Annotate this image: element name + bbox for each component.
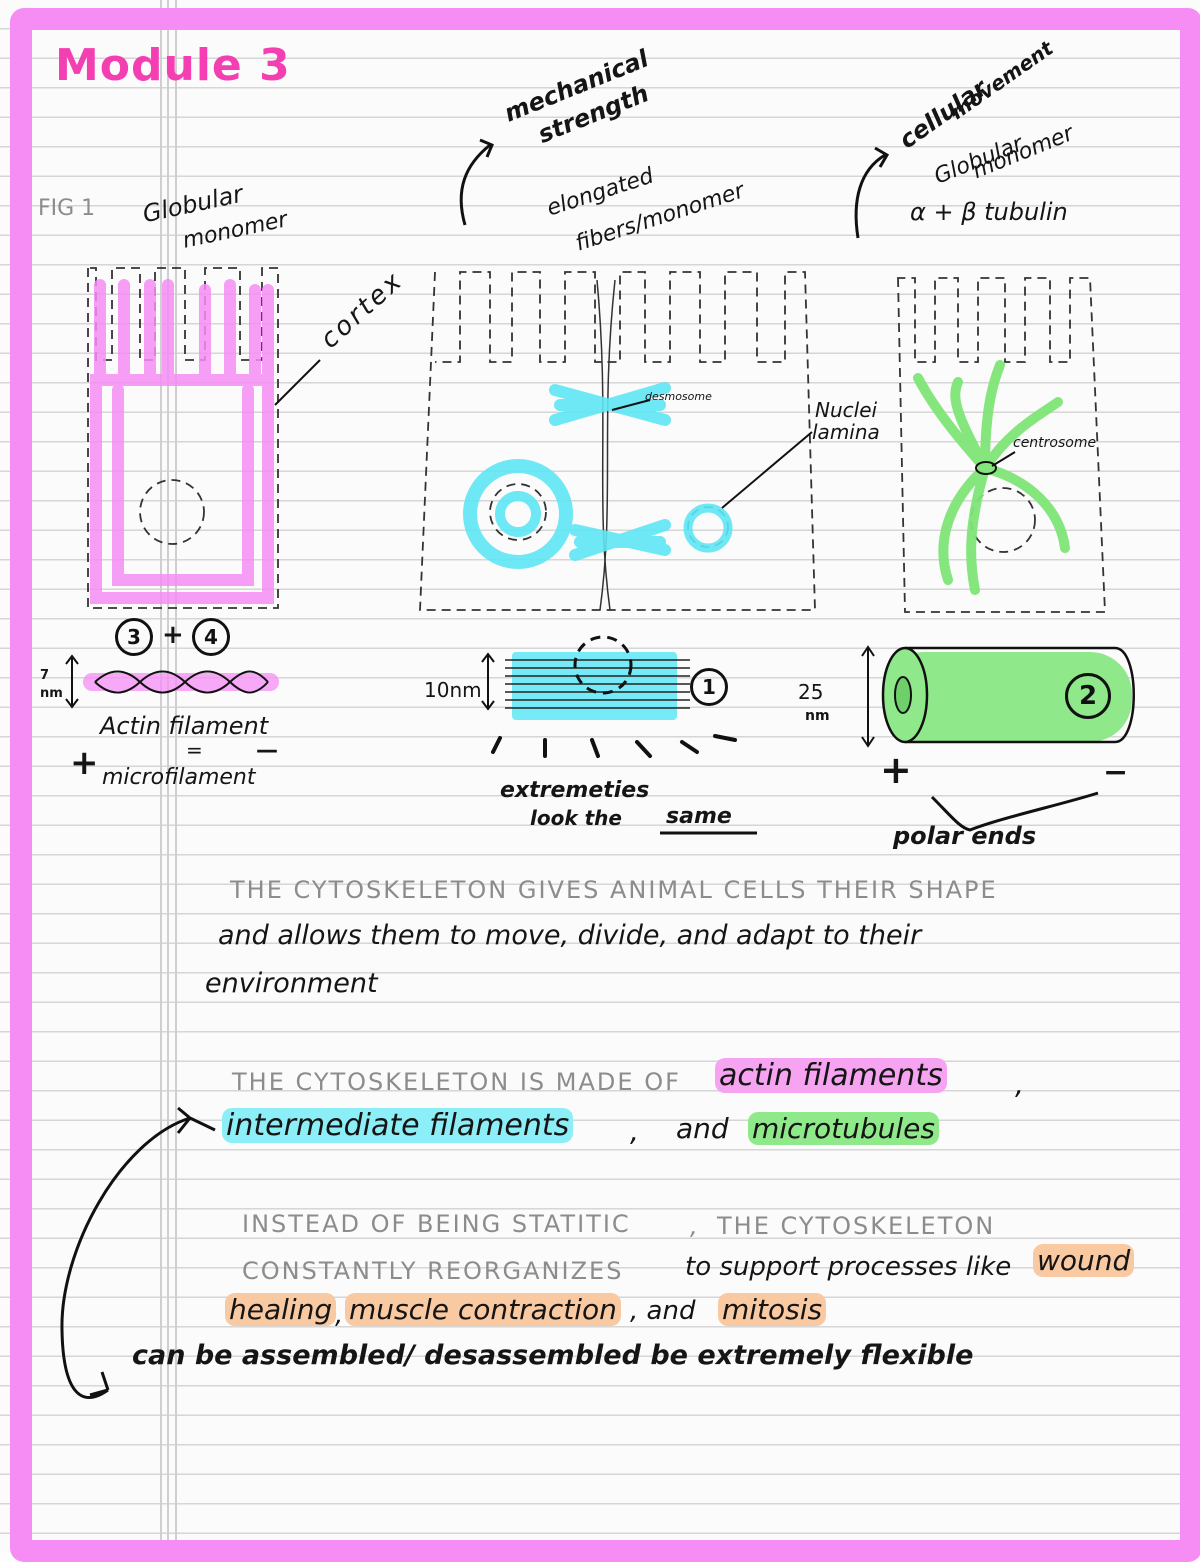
- desmosome-pointer: [611, 399, 651, 411]
- margin-line: [175, 0, 177, 1553]
- para2-comma2: ,: [630, 1115, 639, 1148]
- wound-highlight: wound: [1033, 1244, 1135, 1277]
- page-title: Module 3: [55, 40, 291, 91]
- margin-line: [160, 0, 162, 1553]
- actin-filaments-highlight: actin filaments: [715, 1058, 947, 1093]
- centrosome-mark: [975, 461, 997, 475]
- microtubule-size-value: 25: [798, 680, 824, 704]
- centrosome-pointer: [991, 451, 1016, 467]
- arrow-cellular: [854, 146, 890, 239]
- plus-sign: +: [162, 620, 184, 650]
- number-4: 4: [192, 618, 230, 656]
- intermediate-size: 10nm: [424, 678, 482, 702]
- microtubule-plus: +: [880, 748, 912, 792]
- number-1: 1: [690, 668, 728, 706]
- nuclei-pointer: [721, 431, 813, 509]
- arrow-mechanical: [459, 138, 494, 226]
- para3-comma: ,: [690, 1212, 698, 1240]
- microtubule-minus: −: [1103, 755, 1129, 790]
- para1-line3: environment: [205, 968, 378, 999]
- microtubule-cell: [897, 277, 1106, 613]
- mitosis-highlight: mitosis: [718, 1293, 827, 1326]
- intermediate-filaments-highlight: intermediate filaments: [222, 1108, 574, 1143]
- microtubule-highlight: [913, 360, 1070, 595]
- curved-arrow: [60, 1106, 216, 1399]
- microfilament-label: microfilament: [102, 765, 256, 790]
- cortex-pointer: [274, 359, 321, 406]
- nuclei-label-line1: Nuclei: [815, 398, 878, 422]
- nuclei-label-line2: lamina: [812, 420, 880, 444]
- microtubule-size-unit: nm: [805, 708, 830, 724]
- para3-caps3: CONSTANTLY REORGANIZES: [242, 1257, 624, 1285]
- polar-ends-label: polar ends: [893, 822, 1037, 850]
- actin-plus: +: [70, 743, 99, 783]
- actin-size-unit: nm: [40, 686, 63, 701]
- actin-highlight: [90, 279, 274, 604]
- para1-caps: THE CYTOSKELETON GIVES ANIMAL CELLS THEI…: [230, 876, 998, 904]
- para3-rest1: to support processes like: [685, 1252, 1012, 1282]
- para2-caps: THE CYTOSKELETON IS MADE OF: [232, 1068, 681, 1096]
- actin-filament-label: Actin filament: [100, 712, 269, 740]
- number-2: 2: [1065, 673, 1111, 719]
- actin-minus: —: [256, 738, 278, 763]
- actin-cell: [87, 267, 279, 609]
- desmosome-label: desmosome: [645, 390, 712, 403]
- intermediate-bundle: [481, 635, 757, 835]
- microtubule-cylinder: [861, 645, 1135, 832]
- centrosome-label: centrosome: [1013, 435, 1097, 451]
- number-3: 3: [115, 618, 153, 656]
- healing-highlight: healing: [225, 1293, 337, 1326]
- tubulin-label: α + β tubulin: [910, 198, 1068, 226]
- intermediate-highlight: [463, 382, 733, 569]
- actin-size-value: 7: [40, 668, 50, 683]
- para2-and: and: [676, 1112, 729, 1145]
- para3-comma1: ,: [335, 1300, 344, 1330]
- extremeties-note-line2: look the: [530, 806, 622, 830]
- para3-and: , and: [630, 1296, 696, 1326]
- para3-caps1: INSTEAD OF BEING STATITIC: [242, 1210, 631, 1238]
- assembly-note: can be assembled/ desassembled be extrem…: [132, 1340, 974, 1371]
- para3-caps2: THE CYTOSKELETON: [717, 1212, 996, 1240]
- extremeties-note-line1: extremeties: [500, 778, 650, 803]
- para1-line2: and allows them to move, divide, and ada…: [218, 920, 922, 951]
- muscle-contraction-highlight: muscle contraction: [345, 1293, 621, 1326]
- margin-line: [167, 0, 169, 1553]
- microtubules-highlight: microtubules: [748, 1112, 939, 1145]
- fig-label: FIG 1: [38, 196, 96, 221]
- actin-helix: [65, 654, 279, 709]
- para2-comma1: ,: [1015, 1068, 1024, 1101]
- equals-sign: =: [186, 738, 203, 762]
- intermediate-cell: [419, 271, 816, 611]
- extremeties-note-line3: same: [666, 804, 732, 829]
